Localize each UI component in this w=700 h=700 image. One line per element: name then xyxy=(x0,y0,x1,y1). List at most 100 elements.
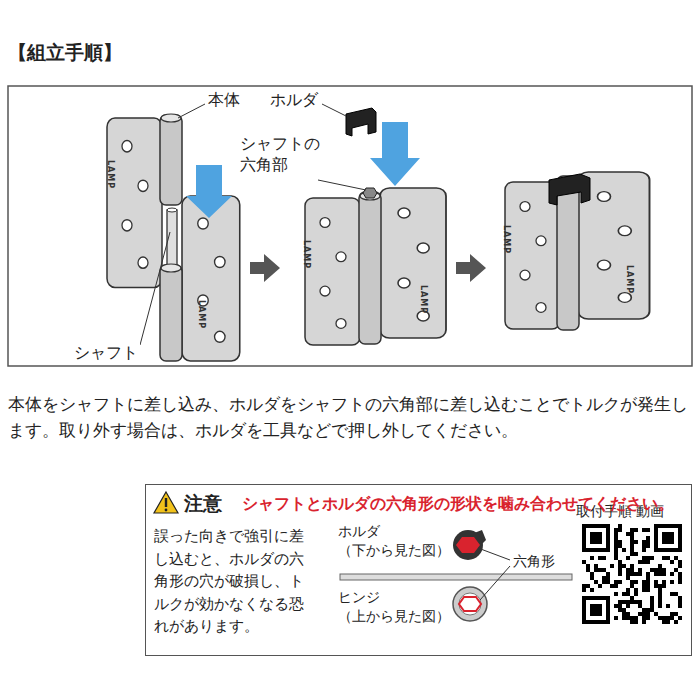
qr-module xyxy=(618,600,622,604)
qr-module xyxy=(614,580,618,584)
qr-module xyxy=(630,568,634,572)
qr-module xyxy=(658,596,662,600)
brand-mark: LAMP xyxy=(624,265,634,294)
qr-module xyxy=(678,604,682,608)
qr-module xyxy=(634,552,638,556)
leader-line xyxy=(322,104,346,116)
qr-module xyxy=(678,596,682,600)
qr-module xyxy=(630,552,634,556)
qr-module xyxy=(626,568,630,572)
qr-module xyxy=(598,556,602,560)
qr-module xyxy=(638,572,642,576)
qr-module xyxy=(630,600,634,604)
qr-module xyxy=(658,604,662,608)
qr-module xyxy=(626,604,630,608)
qr-module xyxy=(606,576,610,580)
qr-module xyxy=(606,580,610,584)
qr-module xyxy=(674,612,678,616)
qr-module xyxy=(674,592,678,596)
qr-module xyxy=(642,540,646,544)
qr-module xyxy=(658,616,662,620)
qr-module xyxy=(646,608,650,612)
hinge-assembled xyxy=(380,188,446,338)
qr-module xyxy=(590,604,602,616)
qr-module xyxy=(582,596,610,624)
qr-module xyxy=(650,600,654,604)
qr-module xyxy=(630,548,634,552)
qr-module xyxy=(626,600,630,604)
qr-module xyxy=(606,572,610,576)
step-arrow xyxy=(250,254,280,282)
qr-module xyxy=(658,588,662,592)
qr-module xyxy=(634,528,638,532)
qr-module xyxy=(662,580,666,584)
qr-module xyxy=(622,608,626,612)
qr-module xyxy=(654,568,658,572)
qr-module xyxy=(642,548,646,552)
qr-module xyxy=(642,544,646,548)
qr-module xyxy=(634,540,638,544)
qr-module xyxy=(614,532,618,536)
warning-icon xyxy=(165,509,168,512)
caution-warning: シャフトとホルダの六角形の形状を噛み合わせてください。 xyxy=(242,494,674,514)
qr-module xyxy=(646,536,650,540)
qr-module xyxy=(658,568,662,572)
qr-module xyxy=(618,524,622,528)
hinge-body xyxy=(107,118,162,288)
qr-module xyxy=(626,532,630,536)
qr-module xyxy=(662,620,666,624)
qr-module xyxy=(638,600,642,604)
qr-module xyxy=(622,548,626,552)
qr-module xyxy=(586,564,590,568)
qr-module xyxy=(586,568,590,572)
view-label: ヒンジ （上から見た図） xyxy=(338,588,456,626)
qr-module xyxy=(622,616,626,620)
qr-module xyxy=(642,620,646,624)
hinge-assembled xyxy=(359,192,381,344)
qr-module xyxy=(670,616,674,620)
qr-module xyxy=(622,592,626,596)
qr-module xyxy=(654,580,658,584)
qr-module xyxy=(626,616,630,620)
qr-module xyxy=(630,572,634,576)
hinge-shaft xyxy=(182,196,240,361)
part-label: シャフトの 六角部 xyxy=(240,134,324,176)
qr-module xyxy=(634,588,638,592)
qr-module xyxy=(650,596,654,600)
qr-module xyxy=(642,588,646,592)
qr-module xyxy=(662,572,666,576)
qr-module xyxy=(618,580,622,584)
qr-module xyxy=(646,612,650,616)
hinge-shaft xyxy=(160,196,240,361)
hinge-shaft xyxy=(167,208,177,212)
qr-module xyxy=(626,556,630,560)
hinge-shaft xyxy=(161,264,181,272)
qr-module xyxy=(582,588,586,592)
view-label: ホルダ （下から見た図） xyxy=(338,522,456,560)
qr-module xyxy=(614,544,618,548)
qr-module xyxy=(614,592,618,596)
leader-line xyxy=(140,104,366,345)
qr-module xyxy=(614,604,618,608)
qr-module xyxy=(662,568,666,572)
qr-module xyxy=(626,572,630,576)
brand-mark: LAMP xyxy=(501,225,511,254)
qr-module xyxy=(678,580,682,584)
hinge-complete xyxy=(549,174,590,205)
qr-module xyxy=(678,600,682,604)
qr-module xyxy=(614,536,618,540)
qr-module xyxy=(646,616,650,620)
qr-module xyxy=(666,620,670,624)
qr-module xyxy=(674,620,678,624)
qr-module xyxy=(582,560,586,564)
qr-module xyxy=(622,612,626,616)
warning-icon xyxy=(154,492,178,513)
qr-module xyxy=(590,532,602,544)
qr-module xyxy=(646,540,650,544)
qr-module xyxy=(650,608,654,612)
qr-module xyxy=(642,608,646,612)
qr-module xyxy=(594,564,598,568)
step-arrow xyxy=(456,254,486,282)
qr-module xyxy=(614,548,618,552)
qr-module xyxy=(618,604,622,608)
